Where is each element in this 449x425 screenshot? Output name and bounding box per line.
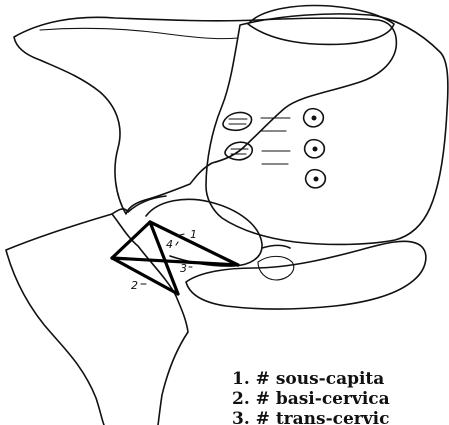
iliac-wing-outline [14,17,396,214]
label-line-3: 3 [180,262,187,275]
iliac-crest-line [40,28,238,38]
legend-item-3: 3. # trans-cervic [232,409,449,425]
fracture-type-legend: 1. # sous-capita 2. # basi-cervica 3. # … [232,369,449,425]
sacral-foramina-right [304,109,326,188]
sacral-ridges [260,118,290,164]
fracture-line-top [112,222,150,258]
fracture-line-intertrochanteric [112,258,238,265]
legend-item-2: 2. # basi-cervica [232,389,449,409]
label-line-4: 4 [166,238,173,251]
label-line-1: 1 [190,228,197,241]
ischium-outline [186,241,426,309]
sacrum-body-outline [248,6,394,45]
label-line-2: 2 [131,279,138,292]
legend-item-1: 1. # sous-capita [232,369,449,389]
fracture-line-basicervical [112,258,178,294]
